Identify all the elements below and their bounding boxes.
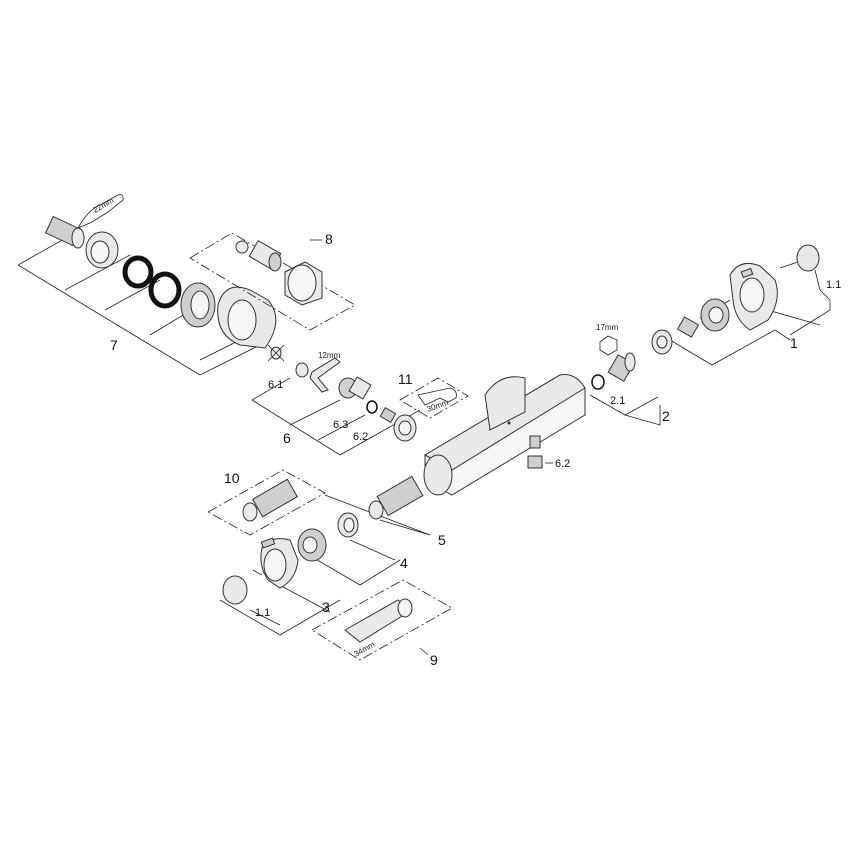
label-4: 4: [400, 555, 408, 571]
label-10: 10: [224, 470, 240, 486]
union-nut-part: [393, 414, 417, 442]
label-1: 1: [790, 335, 798, 351]
label-1-1-left: 1.1: [255, 607, 270, 619]
label-7: 7: [110, 337, 118, 353]
cartridge-5-part: [368, 475, 424, 520]
handle-adapter-3-part: [297, 528, 327, 562]
cap-part: [284, 261, 323, 306]
hex-key-12mm-icon: 12mm: [309, 351, 341, 393]
group-8-box: 8: [189, 231, 356, 331]
washer-6-1-part: [295, 362, 309, 378]
thermo-element-part: [607, 352, 636, 382]
wrench-22mm-icon: 22mm: [77, 194, 124, 229]
o-ring-6-2: [366, 400, 378, 414]
threaded-ring-part: [180, 282, 216, 328]
star-washer-part: [267, 344, 285, 362]
label-3: 3: [322, 599, 330, 615]
o-ring-2-1: [591, 374, 605, 390]
label-8: 8: [325, 231, 333, 247]
stop-ring-part: [651, 329, 673, 355]
group-6-parts: 12mm 6.1 6.3 6.2 6: [251, 351, 421, 456]
volume-handle-part: [260, 537, 299, 589]
hex-17mm-label: 17mm: [596, 323, 619, 332]
group-1-parts: 1.1 1: [651, 244, 841, 366]
group-3-parts: 1.1 3: [219, 528, 341, 636]
label-6-1: 6.1: [268, 379, 283, 391]
cap-3-part: [222, 575, 248, 605]
label-6-3: 6.3: [333, 419, 348, 431]
wall-adapter-part: [44, 215, 85, 249]
wrench-34mm-label: 34mm: [353, 640, 377, 659]
o-ring-2: [148, 271, 182, 309]
temperature-handle-part: [729, 263, 778, 331]
spindle-part: [676, 316, 700, 338]
hex-key-12mm-label: 12mm: [318, 351, 341, 360]
wrench-34mm-icon: 34mm: [344, 598, 413, 659]
label-2: 2: [662, 408, 670, 424]
label-6-2: 6.2: [353, 431, 368, 443]
check-valve-part: [338, 376, 372, 400]
stop-ring-4-part: [337, 512, 359, 538]
label-6-2-body: 6.2: [555, 458, 570, 470]
label-2-1: 2.1: [610, 395, 625, 407]
label-6: 6: [283, 430, 291, 446]
group-7-parts: 22mm 7: [17, 194, 285, 376]
hex-17mm-icon: 17mm: [596, 323, 619, 356]
o-ring-1: [122, 255, 154, 289]
group-4-parts: 4: [299, 512, 408, 586]
group-9-box: 34mm 9: [311, 579, 453, 668]
wrench-30mm-icon: 30mm: [417, 387, 457, 414]
group-5-parts: 5: [324, 475, 446, 548]
group-2-parts: 17mm 2.1 2: [589, 323, 670, 426]
group-11-box: 30mm 11: [398, 371, 469, 419]
filter-part: [379, 406, 397, 424]
wrench-30mm-label: 30mm: [426, 398, 450, 414]
sleeve-part: [248, 240, 282, 272]
group-10-box: 10: [207, 469, 326, 536]
label-1-1-right: 1.1: [826, 279, 841, 291]
label-5: 5: [438, 532, 446, 548]
body-filter-6-2: 6.2: [527, 455, 570, 470]
wrench-22mm-label: 22mm: [92, 196, 116, 215]
cap-screw-part: [779, 244, 820, 272]
thermostat-body: [423, 374, 586, 496]
handle-adapter-part: [700, 298, 730, 332]
cartridge-10-part: [242, 478, 299, 522]
cover-cap-part: [217, 286, 277, 349]
label-9: 9: [430, 652, 438, 668]
nut-part: [85, 231, 119, 269]
label-11: 11: [398, 371, 413, 387]
